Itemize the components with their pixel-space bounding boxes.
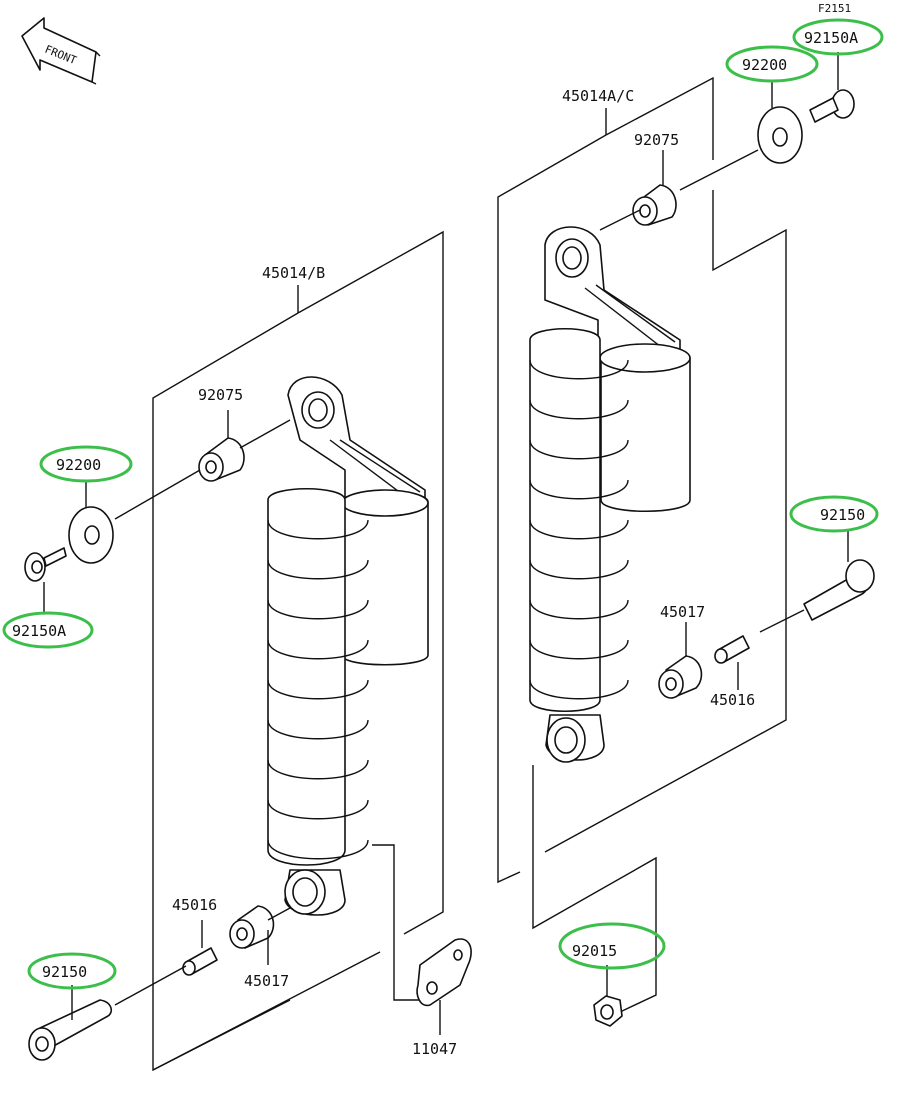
label-right-shock-bushing-top: 92075 [634,131,679,149]
label-right-collar: 45016 [710,691,755,709]
label-left-bushing-bottom: 45017 [244,972,289,990]
label-left-shock: 45014/B [262,264,325,282]
label-left-shock-bushing-top: 92075 [198,386,243,404]
highlight-left-bolt-top [2,611,94,649]
highlight-right-washer [725,45,819,83]
label-right-bolt-bottom: 92150 [820,506,865,524]
label-right-bolt-top: 92150A [804,29,858,47]
label-right-bushing-bottom: 45017 [660,603,705,621]
highlight-left-bolt-bottom [27,952,117,990]
label-right-shock: 45014A/C [562,87,634,105]
left-spring [267,488,369,866]
front-arrow: FRONT [21,17,101,85]
label-left-washer: 92200 [56,456,101,474]
label-left-bolt-bottom: 92150 [42,963,87,981]
right-spring [529,327,629,713]
label-left-bolt-top: 92150A [12,622,66,640]
highlight-left-washer [39,445,133,483]
highlight-right-bolt-bottom [789,495,879,533]
label-right-washer: 92200 [742,56,787,74]
highlight-nut [558,922,666,970]
label-left-collar: 45016 [172,896,217,914]
left-shock-assembly: 92075 92200 92150A 45016 45017 [2,230,472,1072]
highlight-right-bolt-top [792,18,884,56]
label-bracket: 11047 [412,1040,457,1058]
label-nut: 92015 [572,942,617,960]
right-shock-assembly: 92075 92200 92150A 92150 45017 45016 [497,18,884,1027]
figure-code: F2151 [818,2,851,15]
